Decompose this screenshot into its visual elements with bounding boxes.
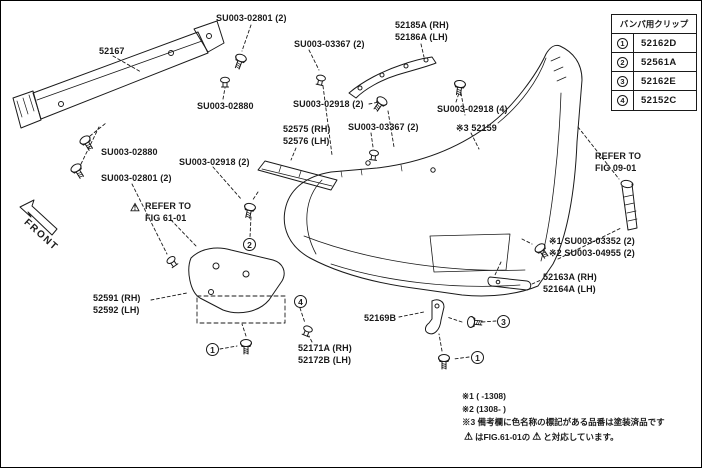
part-label-52159: ※3 52159 [456,123,497,133]
part-label-52169b: 52169B [364,313,397,323]
callout-4-badge: 4 [617,95,628,106]
part-label-52575: 52575 (RH) [283,124,331,134]
clip-table-row: 2 52561A [612,53,696,72]
part-label-52171a-52172b: 52171A (RH) 52172B (LH) [298,343,352,366]
side-seal-art [487,276,532,291]
lower-bracket-art [188,247,286,324]
clip-table-row: 4 52152C [612,91,696,110]
part-label-su003-02801-left: SU003-02801 (2) [101,173,172,183]
callout-4: 4 [294,295,307,308]
callout-1-badge: 1 [617,37,628,49]
bumper-cover-art [283,44,583,297]
part-label-su003-02880-mid: SU003-02880 [197,101,254,111]
callout-3: 3 [497,315,510,328]
clip-part-number: 52561A [641,56,677,68]
part-label-52186a: 52186A (LH) [395,31,448,42]
clip-table-title: バンパ用クリップ [612,15,696,34]
part-label-52591: 52591 (RH) [93,293,141,303]
part-label-su003-02801-top: SU003-02801 (2) [216,13,287,23]
front-arrow-icon [19,199,58,236]
footnote-1: ※1 ( -1308) [462,391,506,401]
part-label-52591-52592: 52591 (RH) 52592 (LH) [93,293,141,316]
footnotes: ※1 ( -1308) ※2 (1308- ) ※3 備考欄に色名称の標記がある… [462,390,665,445]
part-label-52592: 52592 (LH) [93,304,140,315]
clip-row-number-cell: 4 [612,91,634,110]
footnote-3: ※3 備考欄に色名称の標記がある品番は塗装済品です [462,417,665,428]
footnote-2: ※2 (1308- ) [462,404,506,415]
refer-to-text: REFER TO [145,201,192,211]
callout-1-right: 1 [471,351,484,364]
part-label-52575-52576: 52575 (RH) 52576 (LH) [283,124,331,147]
part-label-su003-03367-mid: SU003-03367 (2) [348,122,419,132]
part-label-su003-02918-4: SU003-02918 (4) [437,104,508,114]
footnote-4-text-b: と対応しています。 [543,431,619,442]
warning-triangle-icon: ⚠ [532,431,542,443]
fig-61-text: FIG 61-01 [145,212,187,223]
part-label-52172b: 52172B (LH) [298,354,352,365]
clip-table-row: 3 52162E [612,72,696,91]
clip-part-number: 52152C [641,95,677,106]
warning-triangle-icon: ⚠ [464,431,473,443]
part-label-52163a: 52163A (RH) [543,272,597,282]
part-label-52185a-52186a: 52185A (RH) 52186A (LH) [395,20,449,43]
part-label-52576: 52576 (LH) [283,135,330,146]
footnote-4: ⚠はFIG.61-01の⚠と対応しています。 [462,430,665,446]
callout-2-badge: 2 [617,56,628,68]
refer-fig-09-label: REFER TO FIG 09-01 [595,151,641,174]
part-label-52164a: 52164A (LH) [543,283,596,294]
fig-09-text: FIG 09-01 [595,162,637,173]
part-label-su003-03352: ※1 SU003-03352 (2) [549,236,635,246]
clip-row-number-cell: 1 [612,34,634,52]
refer-to-text: REFER TO [595,151,642,161]
part-label-52171a: 52171A (RH) [298,343,352,353]
reinforcement-bar-art [12,20,225,129]
clip-part-number: 52162E [641,75,677,87]
side-retainer-art [257,160,338,191]
long-bolt-art [620,179,638,231]
footnote-4-text-a: はFIG.61-01の [474,431,531,442]
part-label-52185a: 52185A (RH) [395,20,449,30]
upper-bracket-art [348,56,437,99]
part-label-su003-02918-2-mid: SU003-02918 (2) [293,99,364,109]
refer-fig-61-label: REFER TO FIG 61-01 [145,201,191,224]
clip-part-number: 52162D [641,37,677,49]
part-label-52167: 52167 [99,46,125,56]
part-label-52163a-52164a: 52163A (RH) 52164A (LH) [543,272,597,295]
part-label-su003-02918-2-left: SU003-02918 (2) [179,157,250,167]
part-label-su003-03367-top: SU003-03367 (2) [294,39,365,49]
callout-2: 2 [243,238,256,251]
clip-row-number-cell: 2 [612,53,634,71]
callout-1-left: 1 [206,343,219,356]
part-label-su003-04955: ※2 SU003-04955 (2) [549,248,635,258]
support-bracket-art [425,299,445,335]
leader-lines [80,24,622,360]
callout-3-badge: 3 [617,75,628,87]
part-label-su003-02880-left: SU003-02880 [101,147,158,157]
bumper-clip-table: バンパ用クリップ 1 52162D 2 52561A 3 52162E 4 52… [611,14,697,111]
warning-triangle-icon: ⚠ [130,202,140,214]
clip-table-row: 1 52162D [612,34,696,53]
clip-row-number-cell: 3 [612,72,634,90]
